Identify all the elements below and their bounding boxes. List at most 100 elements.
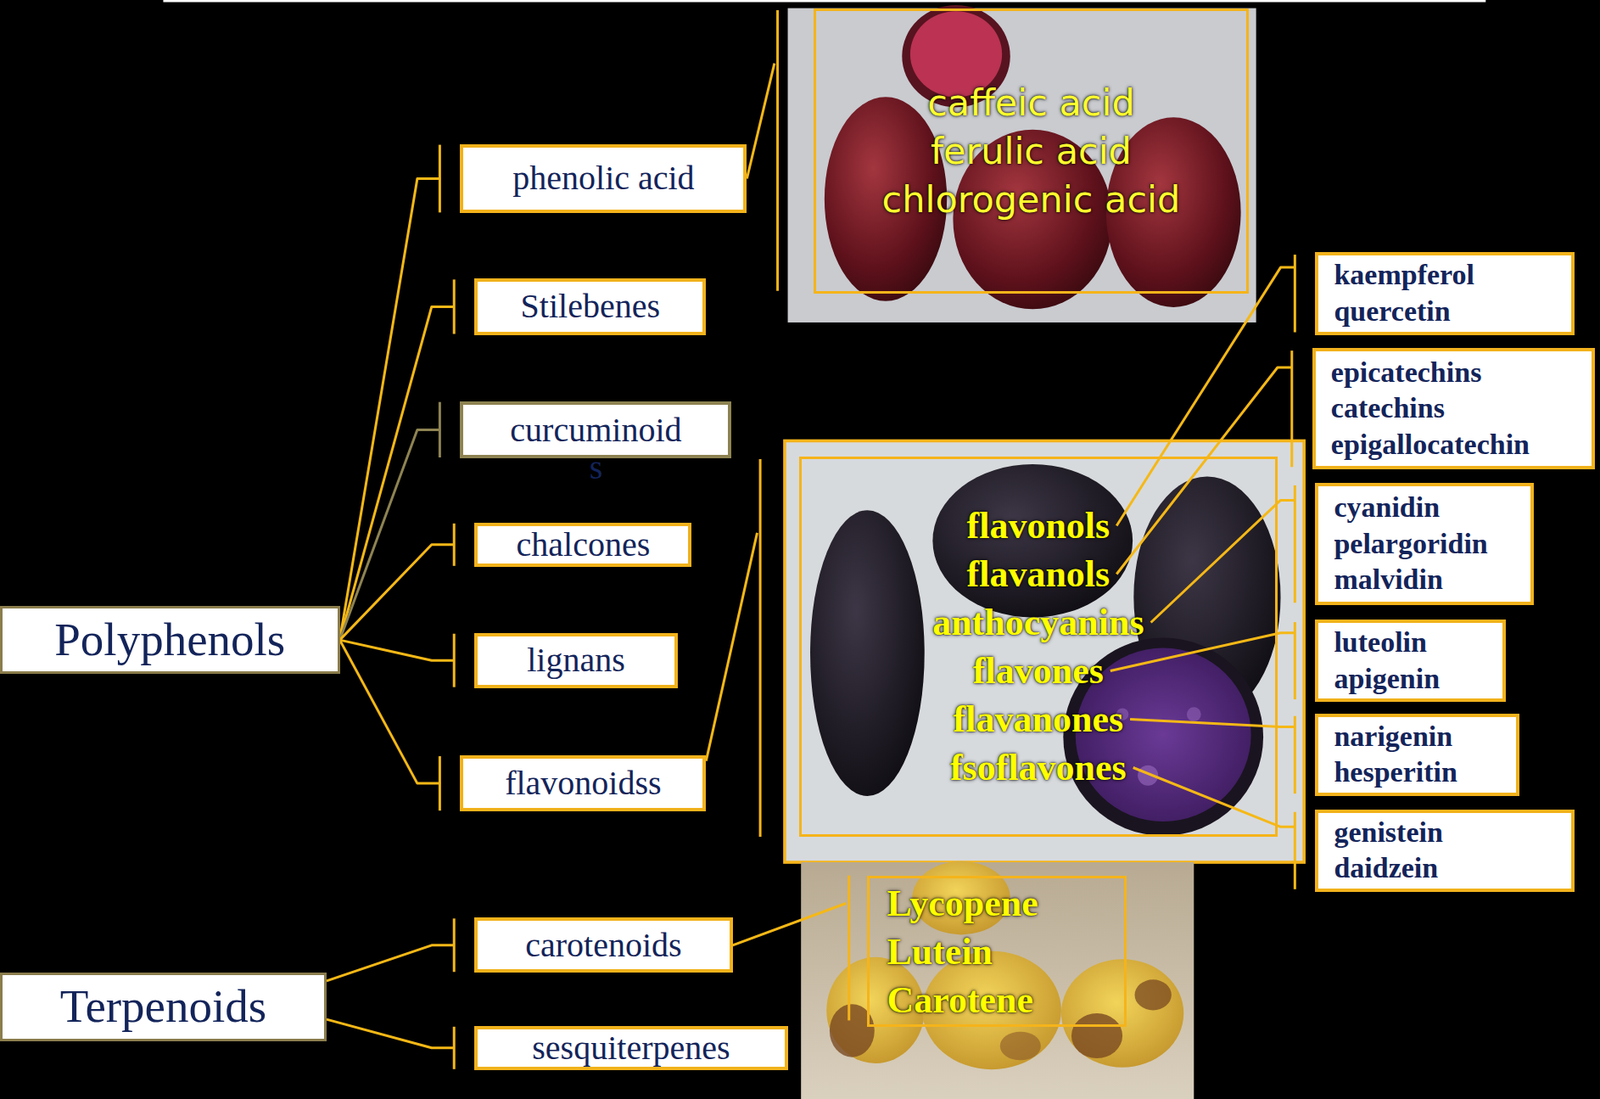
skin-patch [1000, 1031, 1041, 1061]
connector [1130, 719, 1295, 728]
node-label: chlorogenic acid [882, 175, 1181, 224]
connector [732, 903, 847, 946]
node-label: catechins [1331, 390, 1445, 427]
skin-patch [1071, 1012, 1123, 1058]
class-box: flavonoidss [459, 755, 706, 812]
class-box: carotenoids [474, 917, 733, 973]
connector [1133, 767, 1296, 828]
skin-patch [1135, 979, 1172, 1010]
top-rule [162, 0, 1486, 2]
class-box: phenolic acid [459, 144, 747, 214]
purple-potato [932, 464, 1133, 617]
purple-potato [810, 509, 925, 796]
compound-box: kaempferolquercetin [1314, 251, 1575, 335]
compound-box: luteolinapigenin [1314, 619, 1506, 702]
bracket-tick [847, 875, 851, 1021]
flesh-speck [1186, 706, 1202, 722]
compound-box: epicatechinscatechinsepigallocatechin [1312, 347, 1595, 470]
node-label: sesquiterpenes [531, 1029, 730, 1067]
connector [340, 429, 441, 640]
node-label: Terpenoids [60, 980, 268, 1033]
node-label: epigallocatechin [1331, 426, 1530, 464]
bracket-tick [453, 633, 456, 688]
node-label: phenolic acid [512, 159, 694, 197]
node-label: flavonols [967, 501, 1111, 550]
node-label: curcuminoid s [509, 411, 682, 487]
bracket-tick [776, 10, 779, 291]
node-label: cyanidin [1333, 489, 1440, 526]
compound-list-box: caffeic acidferulic acidchlorogenic acid [813, 8, 1250, 295]
class-box: Stilebenes [474, 278, 706, 335]
node-label: hesperitin [1333, 754, 1457, 791]
flesh-speck [1137, 765, 1159, 786]
node-label: flavanols [967, 549, 1111, 599]
photo-frame [784, 440, 1304, 862]
node-label: luteolin [1333, 624, 1427, 661]
connector [340, 306, 455, 640]
category-box: Terpenoids [0, 972, 327, 1041]
node-label: daidzein [1333, 850, 1438, 887]
bracket-tick [438, 402, 442, 458]
connector [326, 1018, 454, 1048]
node-label: Lycopene [886, 878, 1038, 928]
photo-background [800, 861, 1194, 1099]
node-label: quercetin [1333, 293, 1450, 331]
connector [340, 544, 455, 640]
node-label: genistein [1333, 814, 1443, 851]
node-label: lignans [526, 641, 626, 679]
bracket-tick [1293, 485, 1297, 603]
connector [1151, 499, 1296, 622]
connector [1116, 367, 1293, 575]
connector [705, 532, 757, 761]
node-label: fsoflavones [950, 743, 1127, 792]
connector [1116, 267, 1295, 526]
connector [340, 639, 441, 784]
class-box: curcuminoid s [459, 401, 732, 459]
connector [340, 639, 455, 661]
connector [340, 179, 441, 641]
node-label: apigenin [1333, 660, 1440, 698]
node-label: ferulic acid [930, 127, 1132, 176]
bracket-tick [1293, 811, 1297, 890]
bracket-tick [759, 458, 762, 837]
node-label: flavonoidss [504, 764, 661, 802]
node-label: Stilebenes [520, 287, 661, 325]
category-box: Polyphenols [0, 605, 341, 673]
compound-box: narigeninhesperitin [1314, 713, 1520, 796]
connector [326, 945, 454, 981]
node-label: Lutein [886, 927, 993, 976]
photo-background [788, 8, 1257, 323]
compound-box: genisteindaidzein [1314, 809, 1575, 892]
node-label: caffeic acid [927, 78, 1136, 128]
node-label: chalcones [516, 525, 651, 564]
node-label: flavanones [953, 694, 1124, 744]
bracket-tick [453, 523, 456, 566]
node-label: malvidin [1333, 561, 1443, 599]
bracket-tick [453, 1026, 456, 1069]
bracket-tick [1290, 350, 1293, 467]
node-label: carotenoids [525, 926, 682, 964]
bracket-tick [1293, 254, 1297, 332]
class-box: lignans [474, 632, 677, 689]
compound-list-box: flavonolsflavanolsanthocyaninsflavonesfl… [799, 456, 1278, 838]
yellow-potato [1061, 958, 1184, 1067]
node-label: Carotene [886, 975, 1034, 1024]
node-label: anthocyanins [932, 598, 1144, 647]
compound-list-box: LycopeneLuteinCarotene [867, 875, 1127, 1027]
node-label: pelargoridin [1333, 525, 1488, 563]
node-label: epicatechins [1331, 354, 1483, 392]
bracket-tick [453, 917, 456, 972]
bracket-tick [453, 279, 456, 334]
node-label: narigenin [1333, 718, 1453, 756]
bracket-tick [1293, 716, 1297, 794]
bracket-tick [438, 145, 442, 213]
compound-box: cyanidinpelargoridinmalvidin [1314, 482, 1533, 605]
node-label: kaempferol [1333, 257, 1475, 294]
class-box: chalcones [474, 522, 692, 567]
bracket-tick [1293, 621, 1297, 700]
class-box: sesquiterpenes [474, 1025, 788, 1070]
connector [746, 63, 775, 180]
bracket-tick [438, 755, 442, 811]
node-label: flavones [973, 646, 1104, 695]
